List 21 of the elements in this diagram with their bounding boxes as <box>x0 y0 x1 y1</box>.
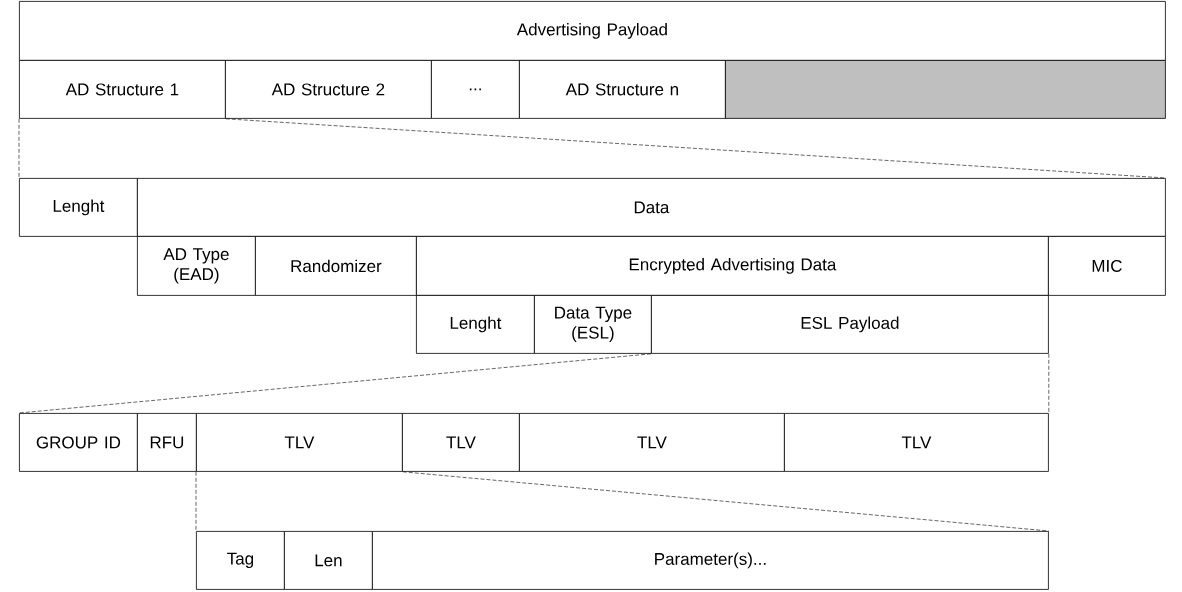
field-box: GROUP ID <box>19 413 138 472</box>
field-box: AD Structure 1 <box>19 60 226 119</box>
field-box: TLV <box>402 413 520 472</box>
field-box: TLV <box>784 413 1049 472</box>
field-box: Tag <box>196 531 285 590</box>
field-box: Lenght <box>19 178 138 237</box>
field-box: RFU <box>137 413 197 472</box>
zoom-line <box>1048 353 1050 414</box>
field-box: Data Type (ESL) <box>534 295 652 354</box>
field-box: ... <box>431 60 520 119</box>
field-box: AD Type (EAD) <box>137 236 256 296</box>
field-box: MIC <box>1048 236 1166 296</box>
zoom-line <box>225 118 1167 179</box>
field-box: Len <box>284 531 373 590</box>
field-box: Lenght <box>416 295 535 354</box>
field-box: Randomizer <box>255 236 417 296</box>
shaded-box <box>725 60 1166 119</box>
zoom-line <box>195 471 197 532</box>
zoom-line <box>18 118 20 179</box>
zoom-line <box>402 471 1050 532</box>
zoom-line <box>18 353 652 414</box>
